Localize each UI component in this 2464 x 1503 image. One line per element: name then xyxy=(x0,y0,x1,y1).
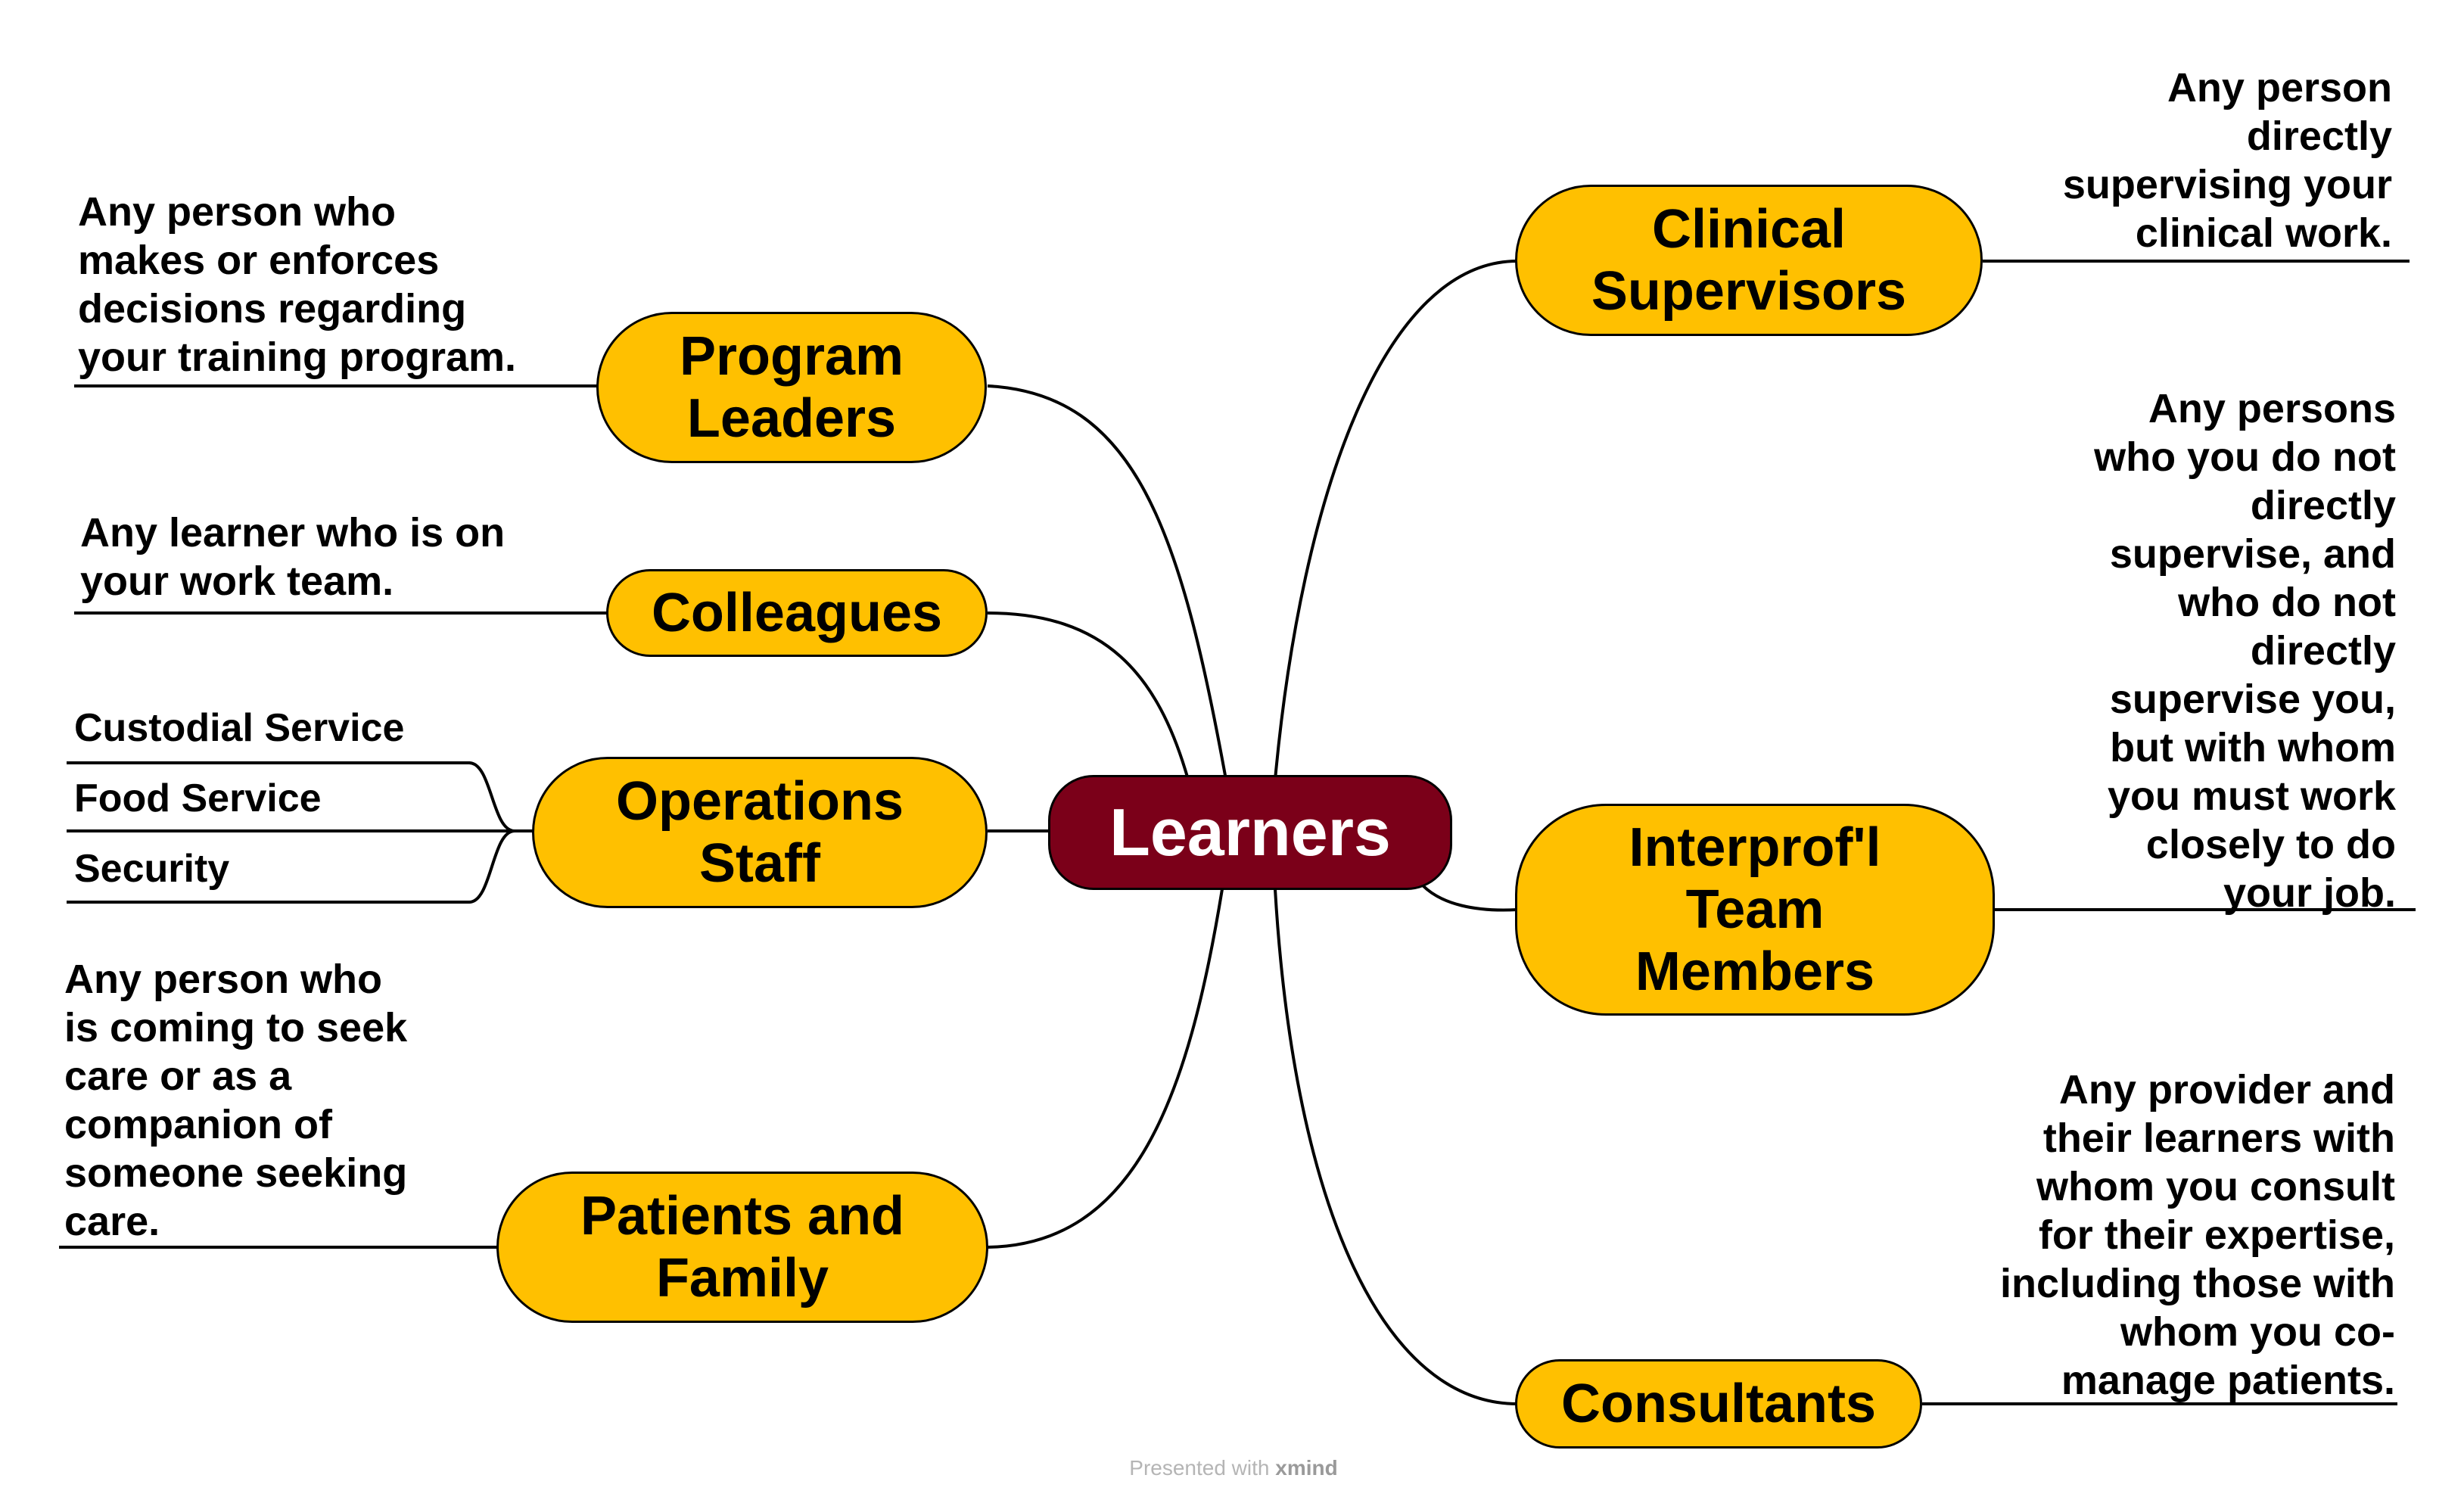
note-clinical-supervisors: Any person directly supervising your cli… xyxy=(2062,65,2392,256)
connector-sub-security xyxy=(67,829,534,904)
topic-program-leaders[interactable]: Program Leaders xyxy=(596,312,987,463)
xmind-brand: xmind xyxy=(1275,1456,1338,1480)
connector-patients xyxy=(987,888,1224,1249)
subtopic-custodial-service[interactable]: Custodial Service xyxy=(74,706,405,750)
note-patients-family: Any person who is coming to seek care or… xyxy=(64,957,408,1244)
note-consultants: Any provider and their learners with who… xyxy=(2000,1067,2395,1403)
topic-interprof-team-members[interactable]: Interprof'l Team Members xyxy=(1515,804,1995,1016)
central-topic-learners[interactable]: Learners xyxy=(1048,775,1452,890)
connector-colleagues xyxy=(987,611,1190,780)
connector-interprof xyxy=(1421,884,1518,912)
note-program-leaders: Any person who makes or enforces decisio… xyxy=(78,189,517,380)
note-interprof-team-members: Any persons who you do not directly supe… xyxy=(2094,386,2396,916)
topic-colleagues[interactable]: Colleagues xyxy=(606,569,988,657)
topic-patients-family[interactable]: Patients and Family xyxy=(496,1172,988,1323)
connector-program-leaders xyxy=(987,384,1227,780)
subtopic-food-service[interactable]: Food Service xyxy=(74,776,322,820)
topic-operations-staff[interactable]: Operations Staff xyxy=(532,757,988,908)
topic-consultants[interactable]: Consultants xyxy=(1515,1359,1922,1449)
connector-clinical-supervisors xyxy=(1274,260,1518,780)
subtopic-security[interactable]: Security xyxy=(74,847,230,891)
footer-prefix: Presented with xyxy=(1129,1456,1270,1480)
topic-clinical-supervisors[interactable]: Clinical Supervisors xyxy=(1515,185,1983,336)
connector-consultants xyxy=(1274,888,1518,1405)
note-colleagues: Any learner who is on your work team. xyxy=(80,510,506,604)
presented-with-footer: Presented with xmind xyxy=(1059,1456,1408,1480)
